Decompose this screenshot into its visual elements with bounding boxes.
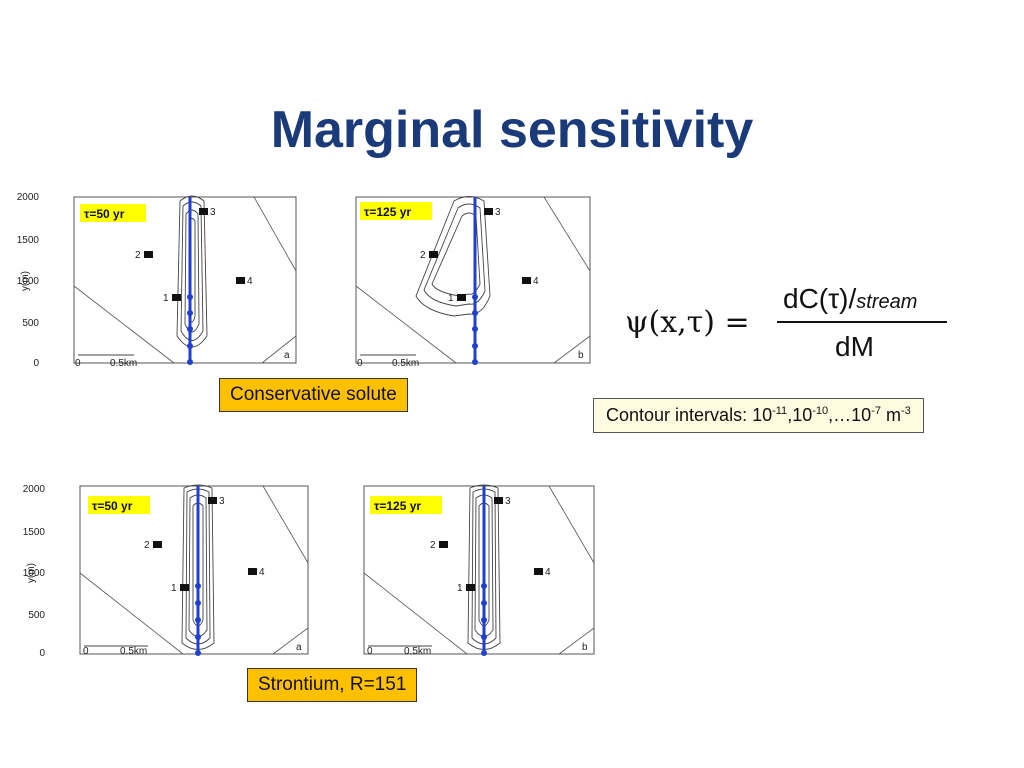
contour-plot: 3 2 4 1 τ=125 yr 0 0.5km b xyxy=(355,196,591,369)
contour-panel-bottom-right: 3 2 4 1 τ=125 yr 0 0.5km b xyxy=(312,478,602,660)
contour-plot: 2000 1500 1000 500 0 y(m) 3 2 4 1 τ=50 y… xyxy=(23,484,309,659)
ytick-1000: 1000 xyxy=(17,276,40,287)
ytick-2000: 2000 xyxy=(23,484,46,495)
svg-text:2: 2 xyxy=(135,250,141,261)
scale-label: 0.5km xyxy=(404,646,431,657)
tau-badge xyxy=(370,496,442,514)
conservative-solute-label: Conservative solute xyxy=(219,378,408,412)
svg-text:0: 0 xyxy=(75,358,81,369)
svg-text:4: 4 xyxy=(533,276,539,287)
tau-label: τ=125 yr xyxy=(374,499,421,513)
ytick-0: 0 xyxy=(33,358,39,369)
contour-panel-top-left: 2000 1500 1000 500 0 y(m) 3 2 4 1 τ=50 y… xyxy=(17,186,302,369)
svg-text:4: 4 xyxy=(545,567,551,578)
svg-text:1: 1 xyxy=(457,583,463,594)
ytick-500: 500 xyxy=(28,610,45,621)
contour-plot: 3 2 4 1 τ=125 yr 0 0.5km b xyxy=(363,484,595,657)
scale-label: 0.5km xyxy=(110,358,137,369)
svg-text:0: 0 xyxy=(367,646,373,657)
svg-text:2: 2 xyxy=(430,540,436,551)
panel-letter: a xyxy=(284,350,290,361)
y-axis-label: y(m) xyxy=(26,563,37,583)
svg-text:0: 0 xyxy=(357,358,363,369)
formula-lhs: ψ(x,τ) = xyxy=(625,305,750,340)
panel-letter: a xyxy=(296,642,302,653)
svg-text:2: 2 xyxy=(144,540,150,551)
tau-label: τ=125 yr xyxy=(364,205,411,219)
scale-label: 0.5km xyxy=(120,646,147,657)
svg-text:1: 1 xyxy=(163,293,169,304)
ytick-2000: 2000 xyxy=(17,192,40,203)
tau-label: τ=50 yr xyxy=(84,207,125,221)
panel-letter: b xyxy=(578,350,584,361)
svg-text:4: 4 xyxy=(247,276,253,287)
tau-label: τ=50 yr xyxy=(92,499,133,513)
slide-title: Marginal sensitivity xyxy=(270,101,754,159)
ytick-1500: 1500 xyxy=(17,235,40,246)
svg-text:3: 3 xyxy=(210,207,216,218)
contour-panel-top-right: 3 2 4 1 τ=125 yr 0 0.5km b xyxy=(304,186,604,369)
contour-panel-bottom-left: 2000 1500 1000 500 0 y(m) 3 2 4 1 τ=50 y… xyxy=(23,478,318,660)
strontium-label: Strontium, R=151 xyxy=(247,668,418,702)
ytick-500: 500 xyxy=(22,318,39,329)
svg-text:1: 1 xyxy=(448,293,454,304)
svg-text:4: 4 xyxy=(259,567,265,578)
ytick-1000: 1000 xyxy=(23,568,46,579)
svg-text:0: 0 xyxy=(83,646,89,657)
fraction-bar xyxy=(777,321,947,323)
formula-numerator: dC(τ)/stream xyxy=(783,283,918,314)
svg-text:1: 1 xyxy=(171,583,177,594)
ytick-0: 0 xyxy=(39,648,45,659)
y-axis-label: y(m) xyxy=(20,271,31,291)
svg-text:2: 2 xyxy=(420,250,426,261)
contour-plot: 2000 1500 1000 500 0 y(m) 3 2 4 1 τ=50 y… xyxy=(17,192,297,369)
ytick-1500: 1500 xyxy=(23,527,46,538)
formula-denominator: dM xyxy=(835,331,874,362)
svg-text:3: 3 xyxy=(495,207,501,218)
tau-badge xyxy=(80,204,146,222)
tau-badge xyxy=(88,496,150,514)
tau-badge xyxy=(360,202,432,220)
scale-label: 0.5km xyxy=(392,358,419,369)
svg-text:3: 3 xyxy=(505,496,511,507)
panel-letter: b xyxy=(582,642,588,653)
contour-intervals-note: Contour intervals: 10-11,10-10,…10-7 m-3 xyxy=(593,398,924,433)
svg-text:3: 3 xyxy=(219,496,225,507)
sensitivity-formula: ψ(x,τ) = dC(τ)/stream dM xyxy=(625,283,955,373)
